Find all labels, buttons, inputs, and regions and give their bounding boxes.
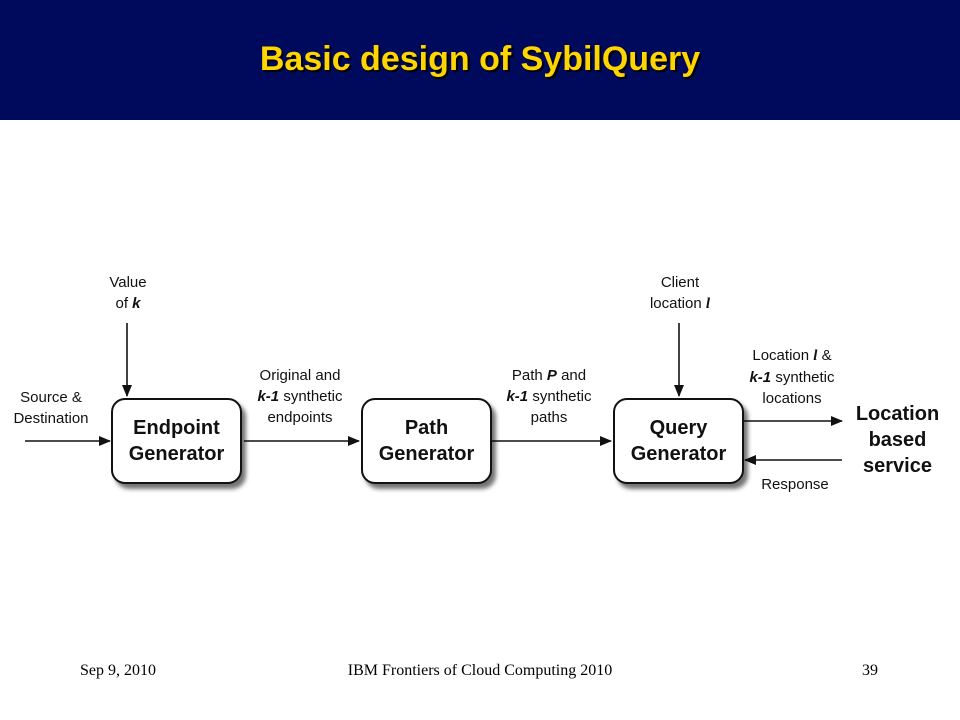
response-label: Response <box>761 476 829 493</box>
loc-amp: & <box>817 347 832 364</box>
loc-line-1: Location l & <box>734 345 850 367</box>
path-generator-label: Path Generator <box>378 417 475 465</box>
slide-title: Basic design of SybilQuery <box>259 40 701 78</box>
client-location-label: Client location l <box>630 272 730 315</box>
pathp-k1: k-1 <box>506 388 529 405</box>
locations-label: Location l & k-1 synthetic locations <box>734 345 850 409</box>
value-line-1: Value <box>109 274 147 291</box>
pathp-P: P <box>546 367 557 384</box>
source-line-1: Source & <box>20 389 82 406</box>
value-of-text: of <box>115 295 133 312</box>
client-l: l <box>705 296 711 312</box>
path-generator-box: Path Generator <box>361 398 492 484</box>
loc-location: Location <box>752 347 814 364</box>
query-generator-label: Query Generator <box>630 417 727 465</box>
loc-line-2: k-1 synthetic <box>734 367 850 388</box>
pathp-line-1: Path P and <box>488 365 610 386</box>
footer-event: IBM Frontiers of Cloud Computing 2010 <box>347 662 613 679</box>
pathp-line-3: paths <box>530 409 568 426</box>
loc-line-3: locations <box>762 390 822 407</box>
endpoint-generator-label: Endpoint Generator <box>128 417 225 465</box>
orig-synthetic: synthetic <box>279 388 343 405</box>
original-endpoints-label: Original and k-1 synthetic endpoints <box>240 365 360 428</box>
footer-date: Sep 9, 2010 <box>80 662 156 679</box>
client-location-text: location <box>649 295 706 312</box>
client-line-1: Client <box>660 274 700 291</box>
source-destination-label: Source & Destination <box>0 387 102 429</box>
location-based-service-label: Location based service <box>855 403 940 477</box>
orig-line-1: Original and <box>259 367 341 384</box>
pathp-line-2: k-1 synthetic <box>488 386 610 407</box>
loc-k1: k-1 <box>749 369 772 386</box>
loc-synthetic: synthetic <box>771 369 835 386</box>
title-bar <box>0 0 960 120</box>
value-line-2: of k <box>88 293 168 314</box>
client-line-2: location l <box>630 293 730 315</box>
loc-l: l <box>813 348 818 364</box>
value-of-k-label: Value of k <box>88 272 168 314</box>
path-p-label: Path P and k-1 synthetic paths <box>488 365 610 428</box>
pathp-synthetic: synthetic <box>528 388 592 405</box>
pathp-path: Path <box>511 367 547 384</box>
source-line-2: Destination <box>13 410 89 427</box>
query-generator-box: Query Generator <box>613 398 744 484</box>
value-k: k <box>132 295 141 312</box>
orig-line-2: k-1 synthetic <box>240 386 360 407</box>
endpoint-generator-box: Endpoint Generator <box>111 398 242 484</box>
pathp-and: and <box>556 367 587 384</box>
footer-page-number: 39 <box>862 662 878 679</box>
orig-line-3: endpoints <box>267 409 333 426</box>
orig-k1: k-1 <box>257 388 280 405</box>
